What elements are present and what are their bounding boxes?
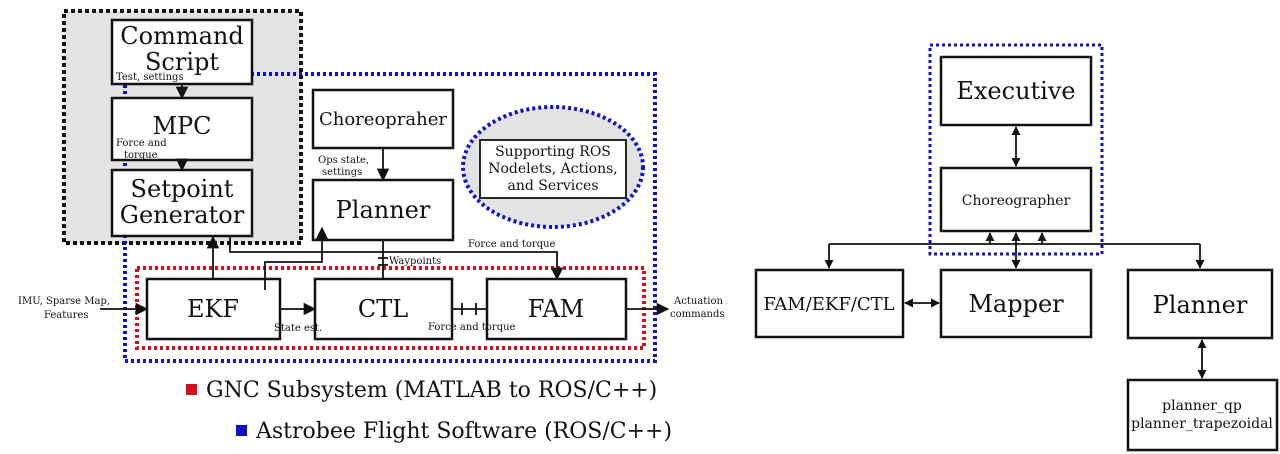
choreographer-label: Choreopraher [319, 109, 447, 130]
afs-region-right [928, 43, 1104, 256]
command-script-label-line1: Command [120, 22, 243, 50]
imu-label-line2: Features [44, 310, 89, 321]
actuation-label-line1: Actuation [673, 296, 723, 307]
supporting-ros-line3: and Services [507, 178, 598, 194]
fam-box [485, 277, 628, 341]
choreographer-box [311, 88, 455, 150]
legend-gnc-swatch [186, 384, 197, 395]
choreographer-box-right [939, 166, 1093, 233]
state-est-label: State est. [274, 323, 322, 334]
mapper-label: Mapper [968, 290, 1064, 318]
planner-label-right: Planner [1153, 291, 1248, 319]
force-torque-mpc-label-line2: torque [124, 150, 158, 161]
executive-box [939, 55, 1093, 127]
force-torque-ctl-label: Force and torque [428, 322, 516, 333]
imu-label-line1: IMU, Sparse Map, [18, 296, 110, 307]
setpoint-generator-label-line2: Generator [120, 201, 245, 229]
legend-afs-label: Astrobee Flight Software (ROS/C++) [255, 419, 672, 444]
fam-label: FAM [528, 295, 584, 323]
planner-label-left: Planner [336, 196, 431, 224]
setpoint-to-fam-path [229, 236, 564, 281]
fam-ekf-ctl-box [754, 268, 905, 339]
setpoint-generator-label-line1: Setpoint [131, 175, 234, 203]
choreographer-label-right: Choreographer [962, 193, 1071, 209]
ops-state-label-line1: Ops state, [318, 155, 369, 166]
waypoints-label: Waypoints [389, 256, 441, 267]
planner-trapezoidal-label: planner_trapezoidal [1131, 416, 1273, 432]
planner-box-right [1126, 268, 1274, 340]
supporting-ros-box [479, 139, 627, 199]
ekf-to-planner-path [264, 226, 329, 290]
ops-state-label-line2: settings [322, 167, 362, 178]
ctl-label: CTL [358, 295, 408, 323]
planner-box-left [311, 178, 455, 242]
supporting-ros-line1: Supporting ROS [495, 144, 611, 160]
legend-afs-swatch [236, 425, 247, 436]
test-settings-label: Test, settings [116, 72, 184, 83]
actuation-label-line2: commands [670, 309, 725, 320]
planner-types-box [1126, 378, 1279, 452]
ekf-label: EKF [187, 295, 239, 323]
command-script-box [110, 18, 254, 86]
command-script-label-line2: Script [145, 48, 219, 76]
mpc-label: MPC [152, 112, 211, 140]
executive-label: Executive [956, 77, 1075, 105]
mapper-box [939, 268, 1093, 339]
supporting-ros-line2: Nodelets, Actions, [488, 161, 618, 177]
force-torque-mpc-label-line1: Force and [116, 138, 167, 149]
planner-qp-label: planner_qp [1162, 398, 1242, 414]
legend-gnc-label: GNC Subsystem (MATLAB to ROS/C++) [206, 378, 657, 403]
fam-ekf-ctl-label: FAM/EKF/CTL [763, 294, 894, 315]
force-torque-top-label: Force and torque [468, 239, 556, 250]
ctl-box [313, 277, 454, 341]
